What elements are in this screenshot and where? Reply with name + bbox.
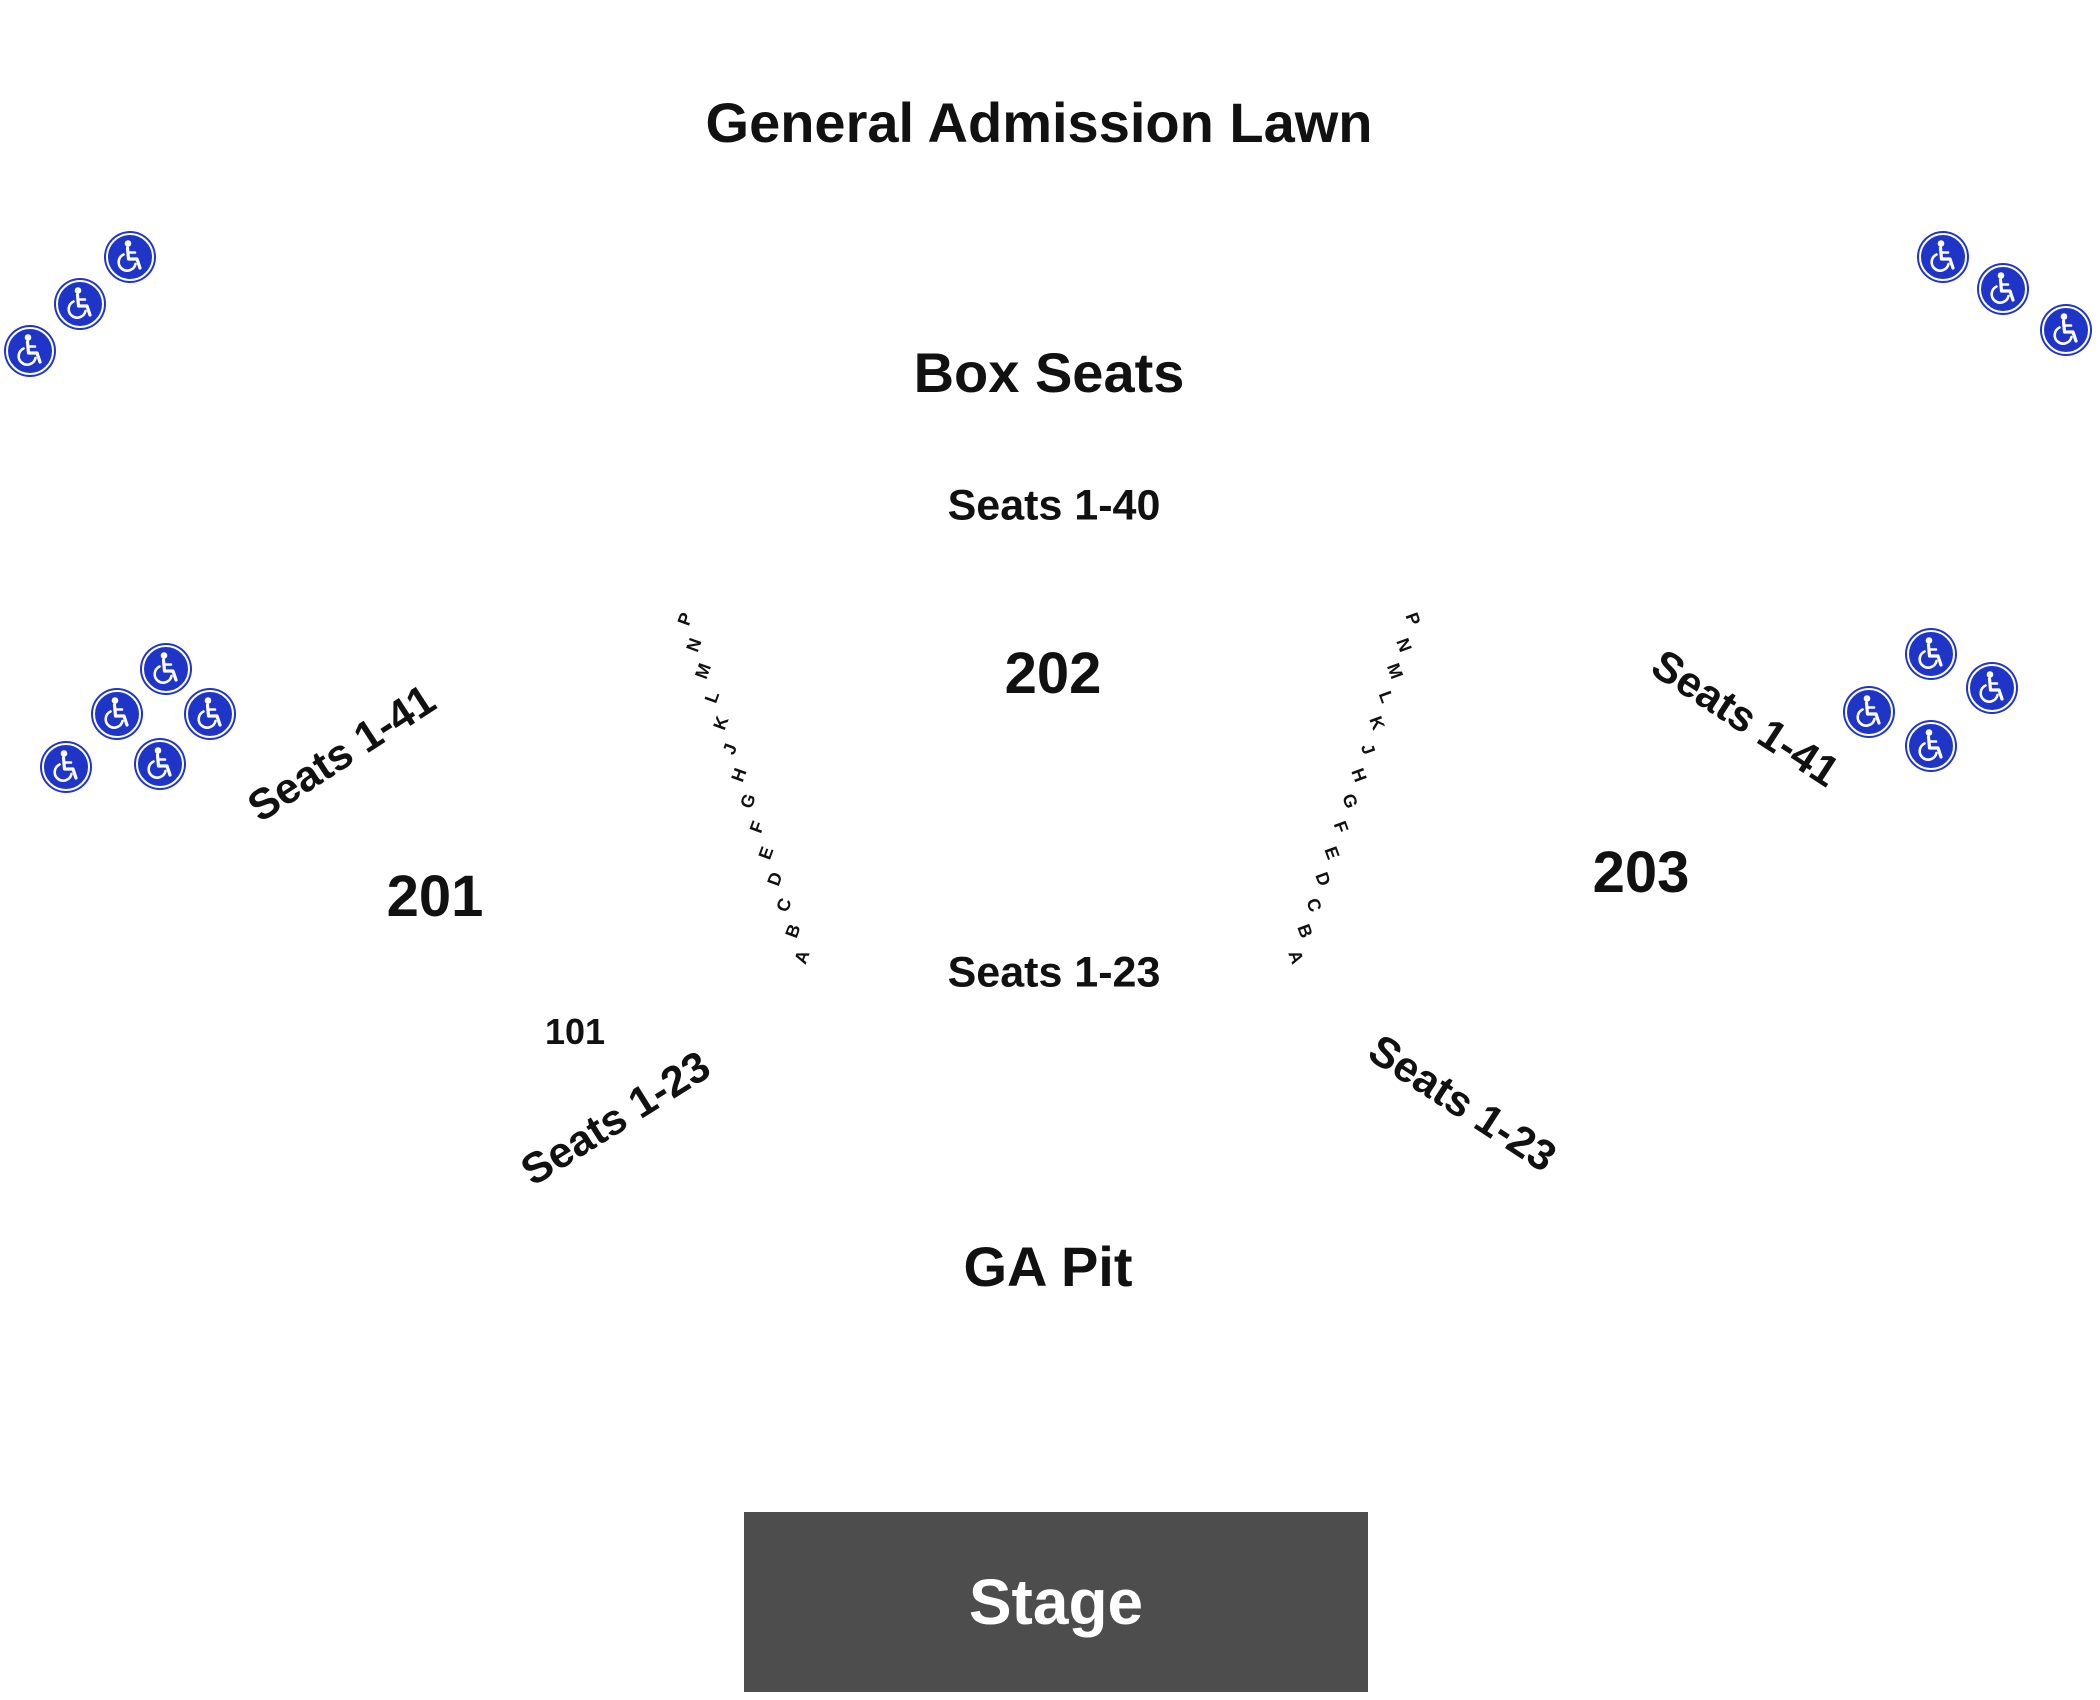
ga-pit-label[interactable]: GA Pit	[963, 1235, 1133, 1298]
row-label-right-j: J	[1356, 740, 1380, 758]
wheelchair-icon[interactable]	[4, 325, 56, 377]
section-202-seats: Seats 1-23	[947, 948, 1161, 997]
row-label-left-f: F	[745, 818, 769, 836]
row-label-right-p: P	[1401, 609, 1425, 629]
wheelchair-icon[interactable]	[184, 688, 236, 740]
row-label-left-n: N	[682, 635, 706, 655]
wheelchair-icon[interactable]	[1966, 662, 2018, 714]
section-101-label[interactable]: 101	[544, 1011, 606, 1052]
section-203-label[interactable]: 203	[1592, 840, 1690, 905]
row-label-right-b: B	[1293, 921, 1317, 941]
ga-lawn-label[interactable]: General Admission Lawn	[705, 91, 1373, 154]
row-label-left-j: J	[718, 740, 742, 758]
section-202-label[interactable]: 202	[1004, 641, 1102, 706]
row-label-left-p: P	[673, 609, 697, 629]
wheelchair-icon[interactable]	[2040, 304, 2092, 356]
row-label-left-b: B	[781, 921, 805, 941]
row-label-left-g: G	[736, 790, 760, 812]
row-label-right-n: N	[1392, 635, 1416, 655]
wheelchair-icon[interactable]	[1905, 628, 1957, 680]
wheelchair-icon[interactable]	[134, 738, 186, 790]
wheelchair-icon[interactable]	[91, 688, 143, 740]
row-label-right-d: D	[1311, 869, 1335, 889]
wheelchair-icon[interactable]	[1843, 686, 1895, 738]
row-label-left-m: M	[691, 660, 715, 682]
row-label-right-h: H	[1347, 765, 1371, 785]
row-label-right-e: E	[1320, 843, 1344, 863]
row-label-left-k: K	[709, 713, 733, 733]
wheelchair-icon[interactable]	[104, 231, 156, 283]
row-label-right-k: K	[1365, 713, 1389, 733]
row-label-right-g: G	[1338, 790, 1362, 812]
row-label-left-l: L	[700, 688, 724, 706]
row-label-left-h: H	[727, 765, 751, 785]
wheelchair-icon[interactable]	[1905, 720, 1957, 772]
row-label-right-m: M	[1383, 660, 1407, 682]
wheelchair-icon[interactable]	[54, 278, 106, 330]
wheelchair-icon[interactable]	[1977, 263, 2029, 315]
stage-label: Stage	[968, 1566, 1144, 1638]
section-201-seats: Seats 1-41	[239, 675, 445, 832]
wheelchair-icon[interactable]	[140, 643, 192, 695]
section-201-label[interactable]: 201	[386, 864, 484, 929]
stage[interactable]: Stage	[744, 1512, 1368, 1692]
wheelchair-icon[interactable]	[40, 741, 92, 793]
row-label-left-c: C	[772, 895, 796, 915]
section-203-seats: Seats 1-41	[1642, 640, 1848, 797]
row-label-right-c: C	[1302, 895, 1326, 915]
row-label-right-l: L	[1374, 688, 1398, 706]
row-label-right-f: F	[1329, 818, 1353, 836]
lower-left-seats: Seats 1-23	[512, 1041, 719, 1196]
box-seats-range: Seats 1-40	[947, 481, 1161, 530]
box-seats-label[interactable]: Box Seats	[913, 341, 1185, 404]
row-label-right-a: A	[1284, 947, 1308, 967]
wheelchair-icon[interactable]	[1917, 231, 1969, 283]
row-label-left-e: E	[754, 843, 778, 863]
row-label-left-d: D	[763, 869, 787, 889]
row-label-left-a: A	[790, 947, 814, 967]
lower-right-seats: Seats 1-23	[1359, 1025, 1565, 1182]
